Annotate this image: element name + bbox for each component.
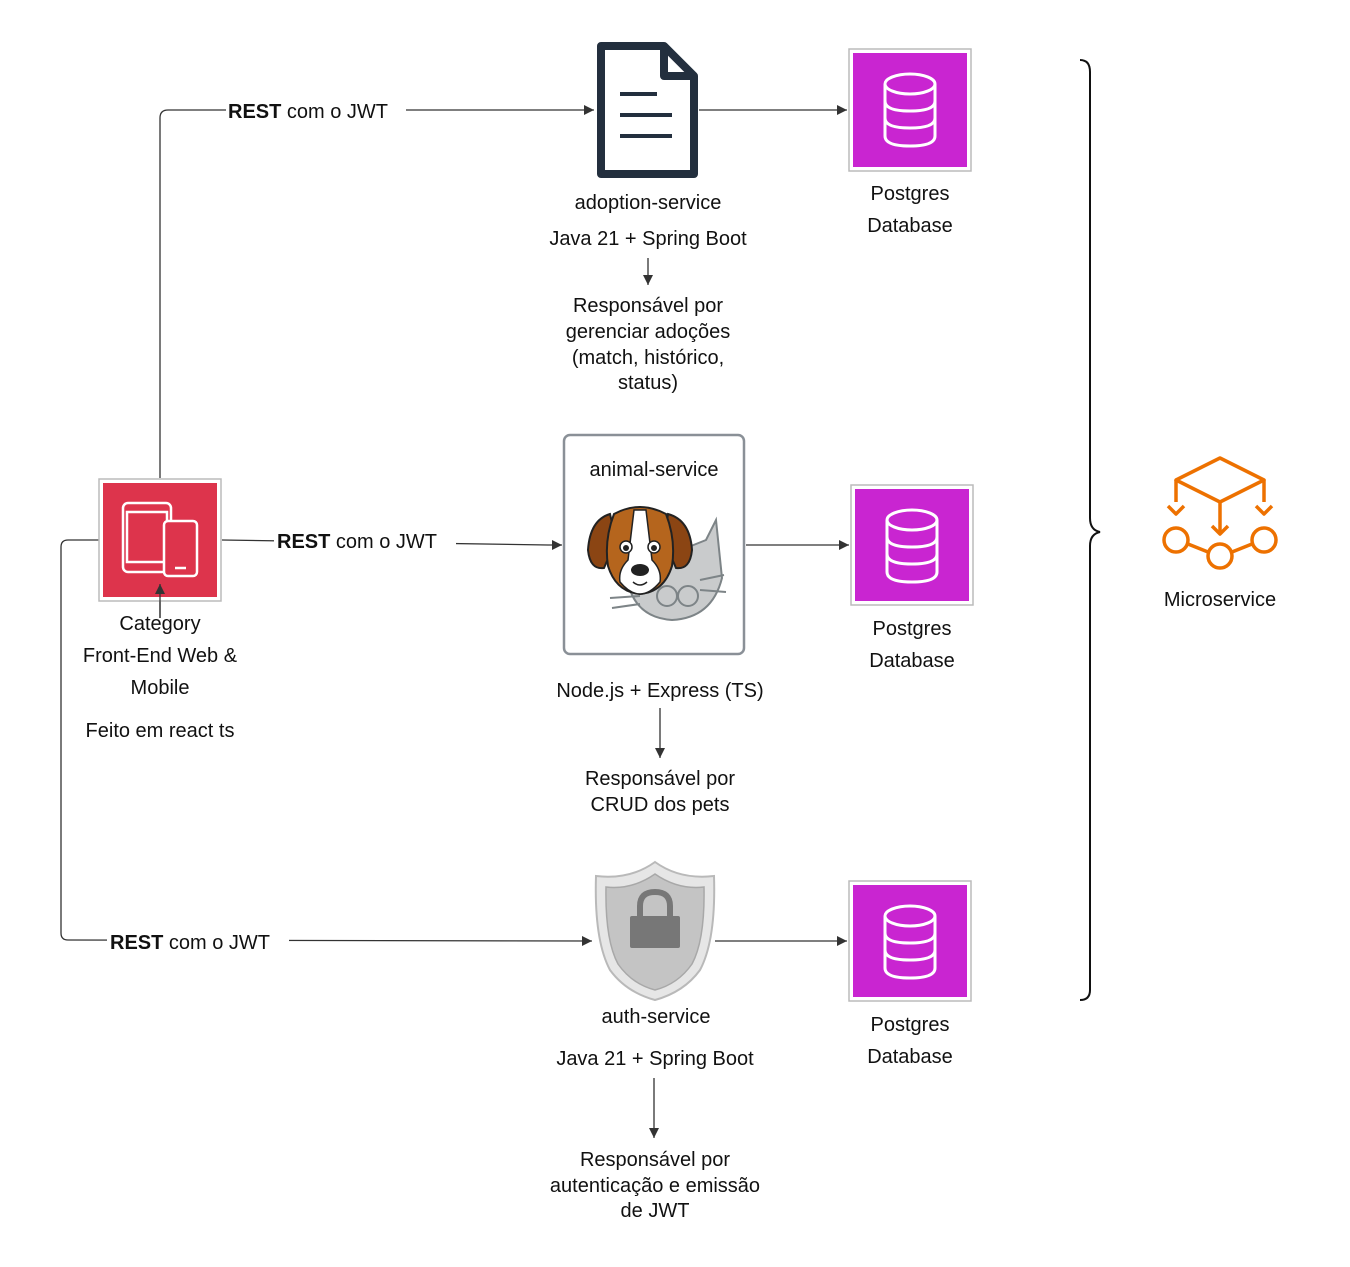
- auth-desc-line3: de JWT: [621, 1200, 690, 1222]
- adoption-service-node: adoption-service Java 21 + Spring Boot R…: [549, 42, 747, 394]
- microservice-label: Microservice: [1164, 589, 1276, 611]
- database-label-line1: Postgres: [871, 1014, 950, 1036]
- database-label-line1: Postgres: [871, 183, 950, 205]
- connector-label-adoption: REST com o JWT: [228, 101, 388, 123]
- frontend-node: Category Front-End Web & Mobile Feito em…: [83, 478, 238, 742]
- database-icon: [883, 72, 937, 148]
- auth-service-node: auth-service Java 21 + Spring Boot Respo…: [550, 860, 760, 1222]
- frontend-title-line2: Front-End Web &: [83, 645, 238, 667]
- auth-desc-line1: Responsável por: [580, 1149, 730, 1171]
- database-node-animal: Postgres Database: [850, 484, 974, 672]
- frontend-title-line3: Mobile: [131, 677, 190, 699]
- database-label-line2: Database: [869, 650, 955, 672]
- database-label-line1: Postgres: [873, 618, 952, 640]
- auth-service-stack: Java 21 + Spring Boot: [556, 1048, 754, 1070]
- dog-cat-icon: [586, 506, 727, 622]
- frontend-title-line1: Category: [119, 613, 200, 635]
- database-icon: [885, 508, 939, 584]
- database-label-line2: Database: [867, 1046, 953, 1068]
- auth-desc-line2: autenticação e emissão: [550, 1175, 760, 1197]
- adoption-desc-line1: Responsável por: [573, 295, 723, 317]
- grouping-brace: [1079, 59, 1101, 1001]
- animal-desc-line2: CRUD dos pets: [591, 794, 730, 816]
- database-label-line2: Database: [867, 215, 953, 237]
- document-icon: [597, 42, 698, 178]
- database-node-auth: Postgres Database: [848, 880, 972, 1068]
- adoption-desc-line2: gerenciar adoções: [566, 321, 731, 343]
- connector-frontend-adoption: [159, 105, 594, 478]
- auth-service-name: auth-service: [602, 1006, 711, 1028]
- adoption-service-name: adoption-service: [575, 192, 722, 214]
- animal-service-stack: Node.js + Express (TS): [556, 680, 763, 702]
- shield-lock-icon: [594, 860, 716, 1002]
- frontend-note: Feito em react ts: [86, 720, 235, 742]
- devices-icon: [121, 501, 199, 578]
- animal-service-node: animal-service Node.js + Express (TS) Re…: [556, 433, 764, 816]
- animal-desc-line1: Responsável por: [585, 768, 735, 790]
- animal-service-name: animal-service: [590, 459, 719, 481]
- database-node-adoption: Postgres Database: [848, 48, 972, 237]
- connector-label-auth: REST com o JWT: [110, 932, 270, 954]
- microservice-node: Microservice: [1162, 456, 1278, 611]
- adoption-desc-line3: (match, histórico,: [572, 347, 724, 369]
- connector-frontend-auth: [60, 539, 593, 946]
- database-icon: [883, 904, 937, 980]
- adoption-service-stack: Java 21 + Spring Boot: [549, 228, 747, 250]
- adoption-desc-line4: status): [618, 372, 678, 394]
- connector-label-animal: REST com o JWT: [277, 531, 437, 553]
- microservice-icon: [1162, 456, 1278, 570]
